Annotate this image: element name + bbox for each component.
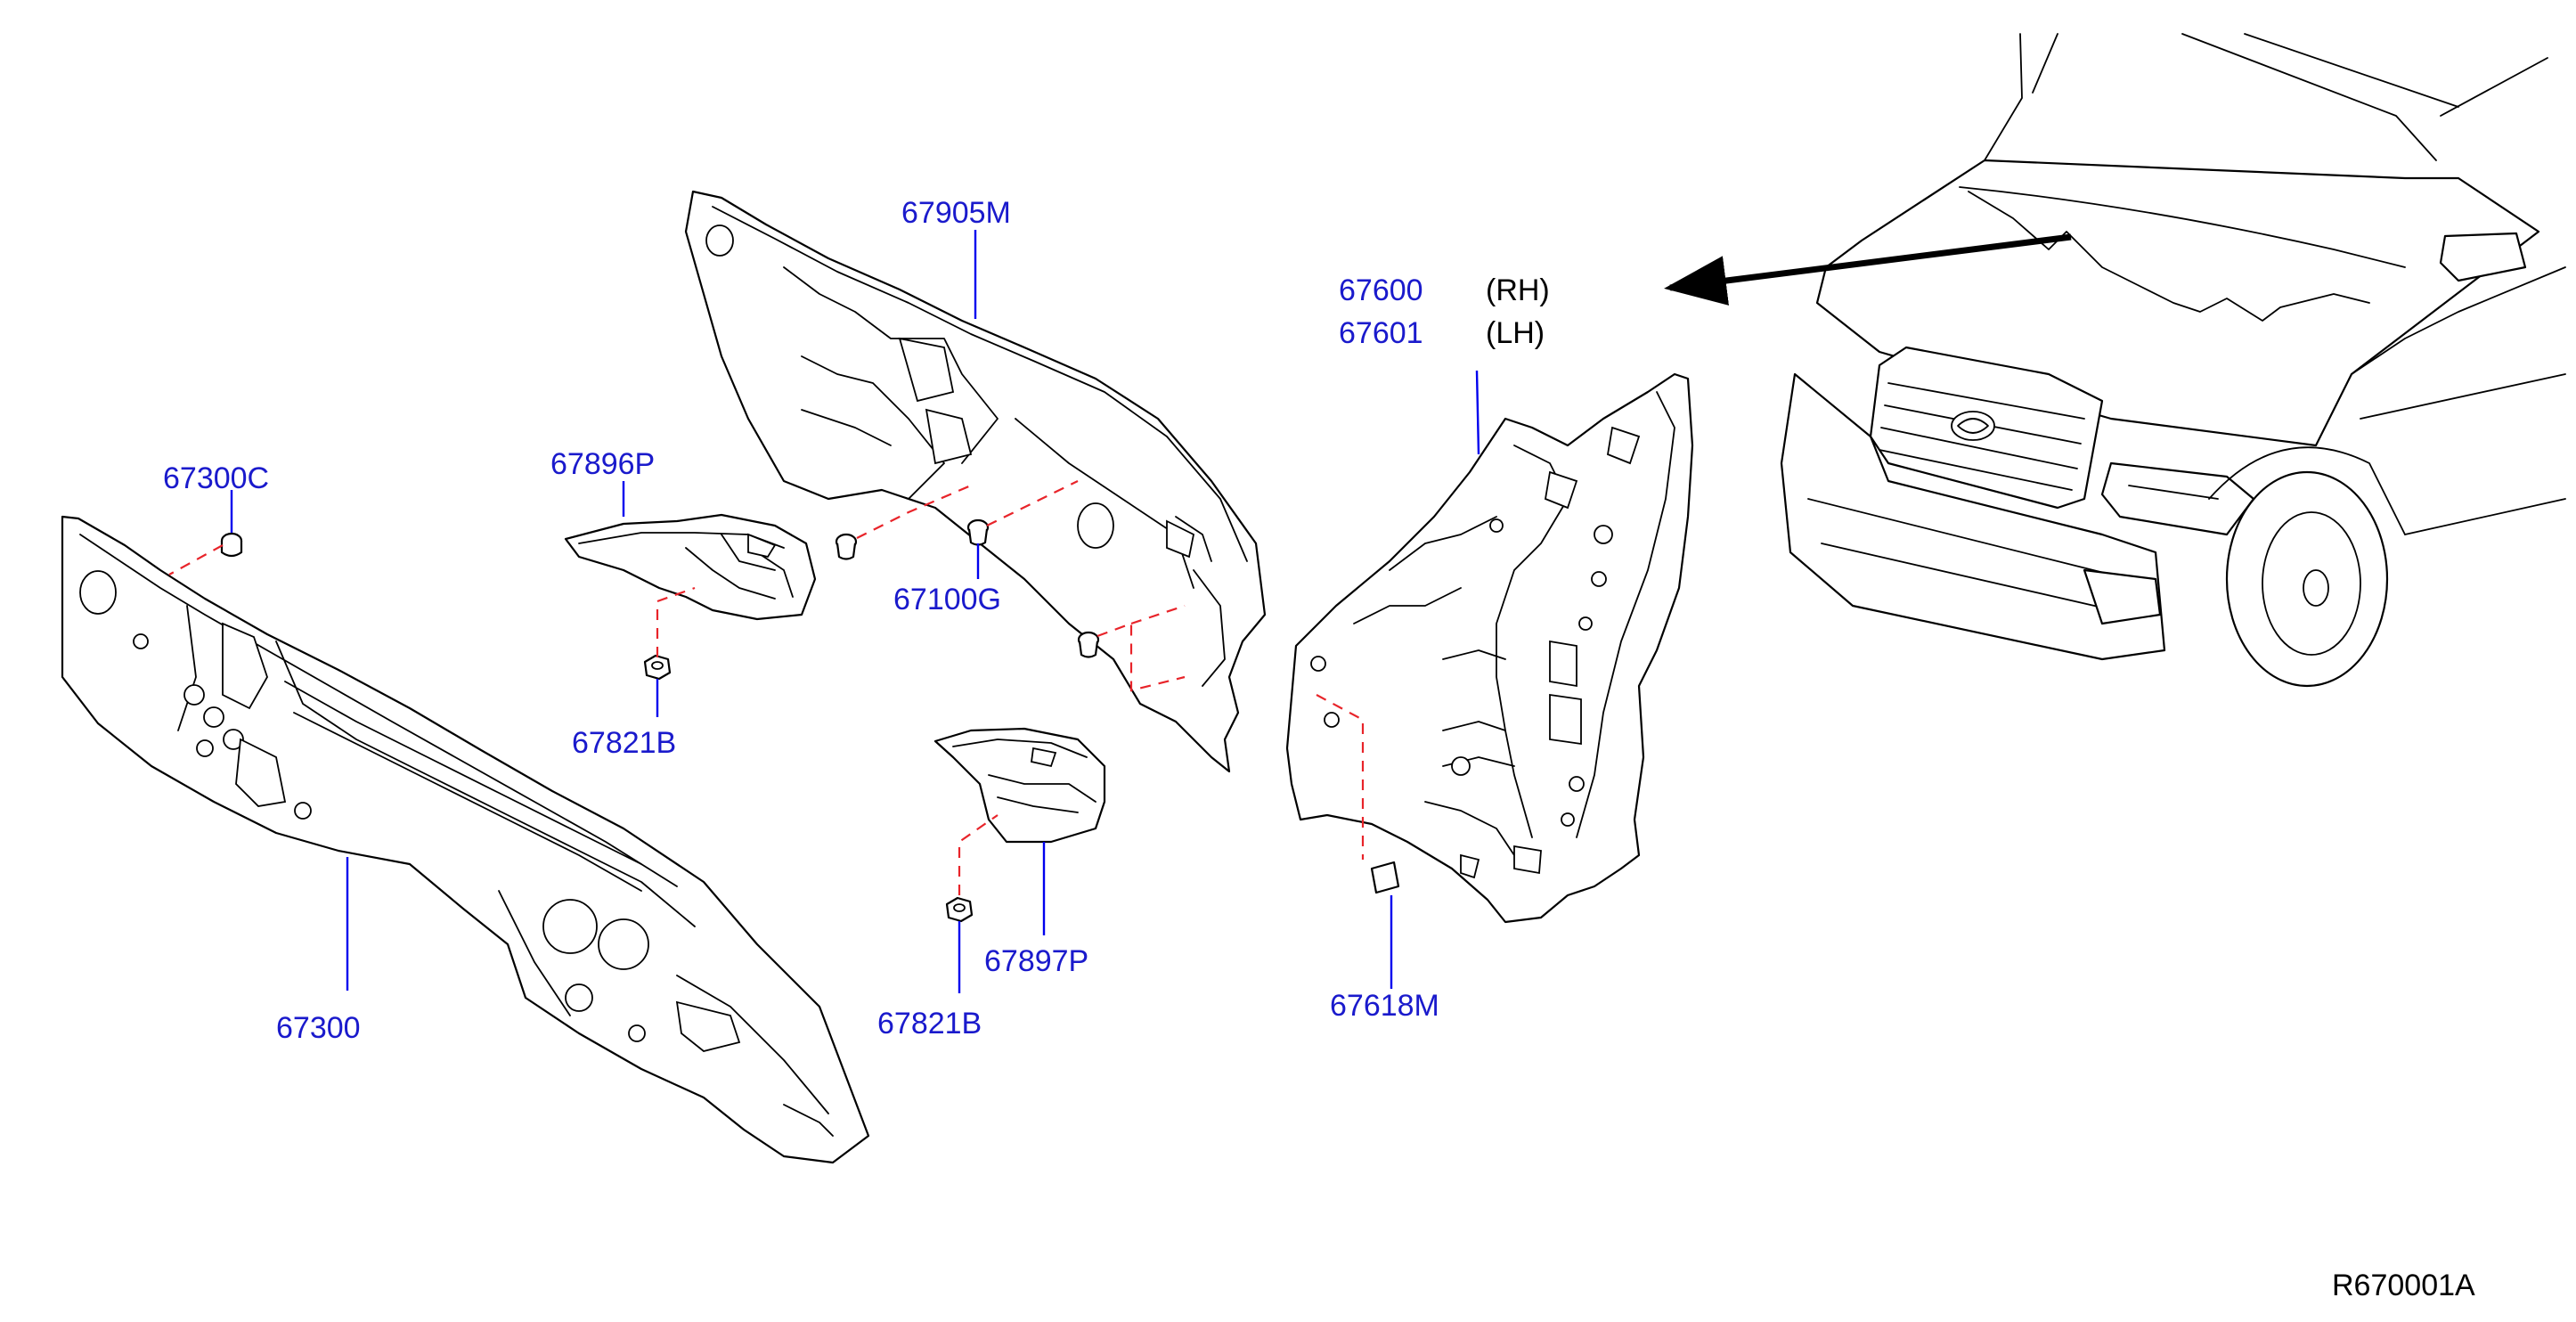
callout-67601: 67601: [1339, 316, 1423, 350]
assembly-dashed-lines: [168, 480, 1365, 895]
callout-67896P: 67896P: [550, 447, 655, 481]
leader-lines: [230, 230, 1480, 993]
callout-67905M: 67905M: [901, 196, 1011, 230]
clip-67100G-a: [835, 533, 858, 560]
callout-67897P: 67897P: [984, 944, 1088, 978]
nut-67821B-lower: [945, 896, 974, 923]
clip-67100G-b: [966, 518, 990, 546]
side-panel-67600-67601: [1285, 372, 1694, 924]
callout-67618M: 67618M: [1330, 989, 1439, 1023]
dash-insulator-67905M: [684, 190, 1267, 773]
dash-panel-67300: [61, 515, 870, 1164]
nut-67821B-upper: [643, 654, 672, 681]
clip-67300C: [220, 532, 243, 558]
callout-67300C: 67300C: [163, 461, 269, 495]
location-arrow: [1664, 233, 2072, 306]
insulator-67897P: [933, 727, 1106, 844]
callout-67300: 67300: [276, 1011, 361, 1045]
callout-67821B-upper: 67821B: [572, 726, 676, 760]
callout-67600: 67600: [1339, 273, 1423, 307]
callout-67821B-lower: 67821B: [877, 1007, 982, 1040]
pad-67618M: [1370, 861, 1400, 894]
callout-67600-side: (RH): [1486, 273, 1550, 307]
callout-67601-side: (LH): [1486, 316, 1545, 350]
callout-67100G: 67100G: [893, 583, 1001, 616]
callout-labels: 67905M 67896P 67300C 67100G 67821B 67300…: [163, 196, 1550, 1045]
clip-67100G-c: [1077, 631, 1100, 658]
diagram-reference-code: R670001A: [2332, 1269, 2475, 1302]
vehicle-illustration: [1780, 33, 2566, 688]
insulator-67896P: [564, 513, 817, 621]
